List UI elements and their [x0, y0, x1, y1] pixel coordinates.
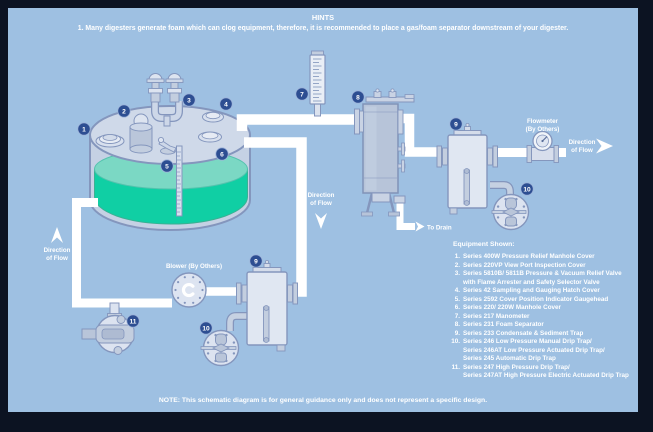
manometer-7 — [309, 50, 326, 117]
svg-text:5: 5 — [165, 163, 169, 170]
equipment-heading: Equipment Shown: — [453, 241, 515, 248]
direction-label-line1: Direction — [44, 247, 71, 254]
flowmeter-label-line1: Flowmeter — [527, 118, 559, 125]
svg-text:7: 7 — [300, 91, 304, 98]
foam-separator-8 — [354, 88, 415, 217]
direction-label-line2: of Flow — [46, 255, 68, 262]
list-item-continuation: Series 246AT Low Pressure Actuated Drip … — [463, 346, 605, 354]
list-item: 7.Series 217 Manometer — [454, 312, 530, 320]
callout-9-top: 9 — [449, 117, 463, 131]
drip-trap-10-right — [491, 193, 530, 231]
svg-text:10: 10 — [202, 325, 210, 332]
blower-impeller-icon — [181, 282, 195, 298]
drip-trap-10-bottom — [200, 329, 240, 367]
sight-glass — [463, 169, 470, 205]
drain-arrow-icon — [415, 221, 425, 232]
callout-7: 7 — [295, 87, 309, 101]
callout-8: 8 — [351, 90, 365, 104]
flow-arrow-down-icon — [315, 213, 327, 229]
hints-title: HINTS — [311, 13, 335, 22]
flowmeter-label: Flowmeter (By Others) — [526, 118, 560, 133]
drip-trap-11 — [81, 302, 135, 355]
gaugehead-5 — [157, 136, 183, 217]
to-drain-label: To Drain — [427, 225, 452, 232]
svg-text:11: 11 — [130, 318, 137, 325]
list-item: 2.Series 220VP View Port Inspection Cove… — [454, 261, 586, 269]
pressure-vacuum-relief-valve-3 — [146, 73, 184, 127]
callout-2: 2 — [117, 104, 131, 118]
separator-leg-left — [365, 192, 374, 214]
hint-text: 1. Many digesters generate foam which ca… — [77, 25, 569, 32]
callout-3: 3 — [182, 93, 196, 107]
svg-text:4: 4 — [224, 101, 228, 108]
flowmeter — [526, 130, 559, 163]
relief-valve-stack-right — [165, 73, 184, 103]
direction-of-flow-right: Direction of Flow — [569, 139, 596, 154]
list-item: 10.Series 246 Low Pressure Manual Drip T… — [451, 338, 592, 345]
manometer-scale — [313, 58, 322, 102]
direction-label-line2: of Flow — [571, 147, 593, 154]
list-item: 11.Series 247 High Pressure Drip Trap/ — [451, 363, 570, 371]
callout-10-bottom: 10 — [199, 321, 213, 335]
svg-text:3: 3 — [187, 97, 191, 104]
recirculation-pipe — [72, 198, 172, 308]
separator-inlet-flange — [354, 108, 360, 135]
flow-arrow-right-icon — [596, 138, 613, 154]
trap-bolts — [496, 197, 526, 227]
callout-1: 1 — [77, 122, 91, 136]
list-item: 1.Series 400W Pressure Relief Manhole Co… — [454, 253, 595, 260]
gauging-hatch-4 — [202, 111, 224, 123]
drain-pipe — [396, 196, 415, 230]
svg-text:1: 1 — [82, 126, 86, 133]
condensate-trap-9-bottom — [226, 259, 298, 352]
list-item: 3.Series 5810B/ 5811B Pressure & Vacuum … — [454, 270, 622, 277]
condensate-trap-9-top — [436, 123, 514, 215]
relief-valve-stack-left — [146, 73, 165, 103]
svg-text:10: 10 — [523, 186, 531, 193]
callouts: 1 2 3 4 5 6 7 — [77, 87, 534, 335]
flow-arrow-up-icon — [51, 227, 63, 243]
direction-label-line1: Direction — [569, 139, 596, 146]
blower-label: Blower (By Others) — [166, 263, 222, 270]
manhole-cover-1 — [95, 134, 125, 148]
list-item-continuation: Series 247AT High Pressure Electric Actu… — [463, 372, 629, 379]
callout-6: 6 — [215, 147, 229, 161]
blower-bolts — [174, 276, 204, 304]
gauge-rod — [176, 145, 183, 217]
svg-text:9: 9 — [454, 121, 458, 128]
callout-11: 11 — [126, 314, 140, 328]
list-item-continuation: Series 245 Automatic Drip Trap — [463, 355, 556, 362]
view-port-2 — [129, 113, 153, 154]
list-item-continuation: with Flame Arrester and Safety Selector … — [463, 278, 600, 286]
list-item: 9.Series 233 Condensate & Sediment Trap — [454, 329, 584, 337]
svg-text:8: 8 — [356, 94, 360, 101]
hints-header: HINTS 1. Many digesters generate foam wh… — [8, 13, 638, 33]
direction-label-line2: of Flow — [310, 200, 332, 207]
footer-note: NOTE: This schematic diagram is for gene… — [158, 397, 488, 404]
callout-4: 4 — [219, 97, 233, 111]
digester-tank — [89, 73, 251, 231]
blower — [171, 272, 207, 308]
list-item: 8.Series 231 Foam Separator — [454, 321, 544, 328]
main-gas-pipe — [236, 114, 356, 131]
direction-of-flow-left: Direction of Flow — [44, 247, 71, 262]
direction-label-line1: Direction — [308, 192, 335, 199]
equipment-list: Equipment Shown: 1.Series 400W Pressure … — [446, 241, 646, 381]
svg-text:9: 9 — [254, 258, 258, 265]
list-item: 4.Series 42 Sampling and Gauging Hatch C… — [454, 287, 600, 294]
callout-10-right: 10 — [520, 182, 534, 196]
manhole-cover-6 — [198, 131, 222, 143]
direction-of-flow-mid: Direction of Flow — [308, 192, 335, 207]
callout-5: 5 — [160, 159, 174, 173]
svg-text:6: 6 — [220, 151, 224, 158]
svg-text:2: 2 — [122, 108, 126, 115]
gauge-rod-ticks — [177, 151, 181, 213]
flowmeter-label-line2: (By Others) — [526, 126, 560, 133]
callout-9-bottom: 9 — [249, 254, 263, 268]
list-item: 6.Series 220/ 220W Manhole Cover — [454, 304, 561, 311]
separator-outlet-flange — [397, 109, 404, 135]
sight-glass — [263, 306, 270, 342]
list-item: 5.Series 2592 Cover Position Indicator G… — [454, 295, 609, 303]
